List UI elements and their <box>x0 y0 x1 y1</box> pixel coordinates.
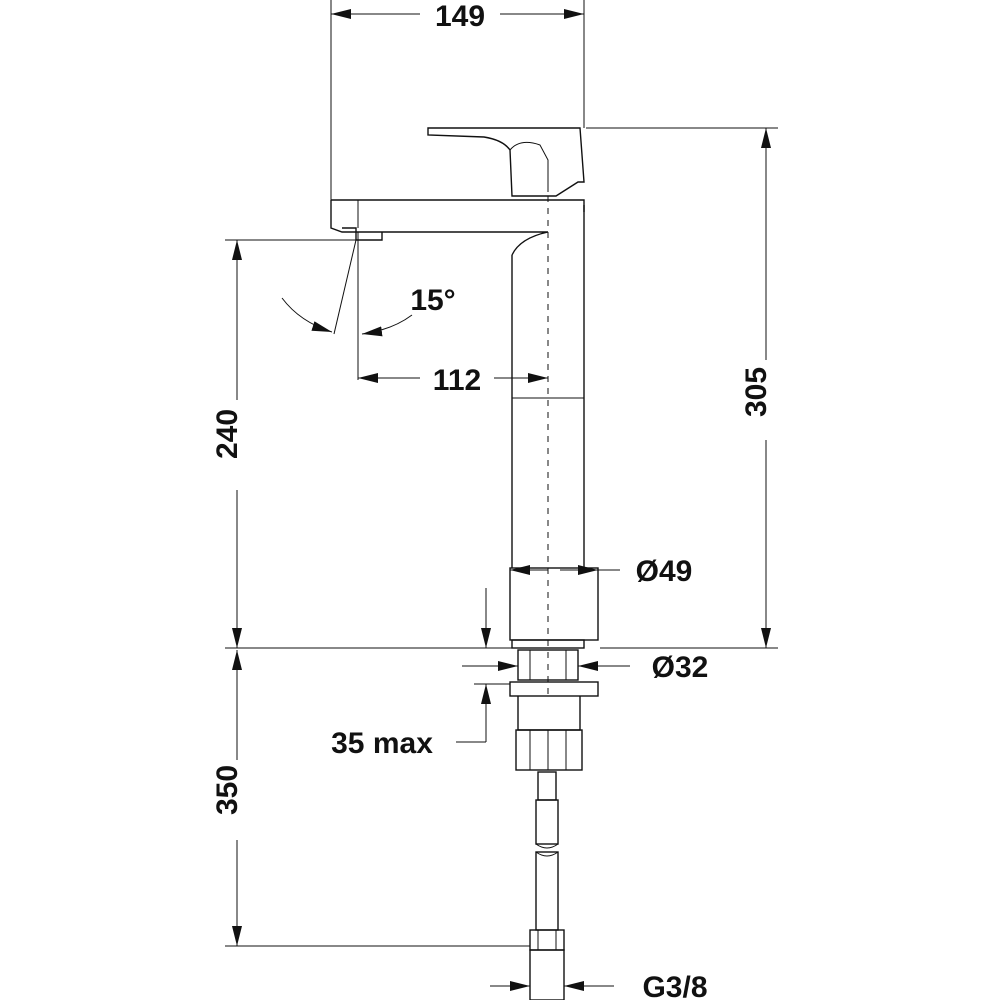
dim-label-149: 149 <box>435 0 485 33</box>
hose-nut <box>529 929 565 951</box>
dim-spout-height: 240 <box>211 239 512 649</box>
dim-label-305: 305 <box>740 367 773 417</box>
dim-hose-length: 350 <box>211 650 530 947</box>
fixing-nut <box>515 729 583 771</box>
spout-body <box>331 199 585 212</box>
fixing-plate <box>509 681 599 697</box>
dim-height-total: 305 <box>586 127 778 649</box>
dim-body-diameter: Ø49 <box>510 555 692 588</box>
dim-label-15deg: 15° <box>410 284 455 317</box>
handle-lever <box>427 127 585 197</box>
dim-width-top: 149 <box>330 0 585 200</box>
dim-label-240: 240 <box>211 409 244 459</box>
dim-connection: G3/8 <box>490 971 708 1000</box>
dim-label-g38: G3/8 <box>642 971 707 1000</box>
dim-shank-diameter: Ø32 <box>462 651 708 684</box>
base-collar <box>509 567 599 641</box>
dim-label-35max: 35 max <box>331 727 433 760</box>
dim-label-112: 112 <box>433 364 481 397</box>
dim-label-d32: Ø32 <box>652 651 709 684</box>
dim-label-350: 350 <box>211 765 244 815</box>
dim-label-d49: Ø49 <box>636 555 693 588</box>
dim-deck-thickness: 35 max <box>331 588 510 760</box>
hose-upper <box>537 771 557 801</box>
faucet-outline <box>330 127 599 1000</box>
aerator <box>342 227 383 241</box>
hose-lower <box>535 851 559 931</box>
dim-spout-reach: 112 <box>358 364 548 397</box>
dim-angle: 15° <box>281 232 456 380</box>
